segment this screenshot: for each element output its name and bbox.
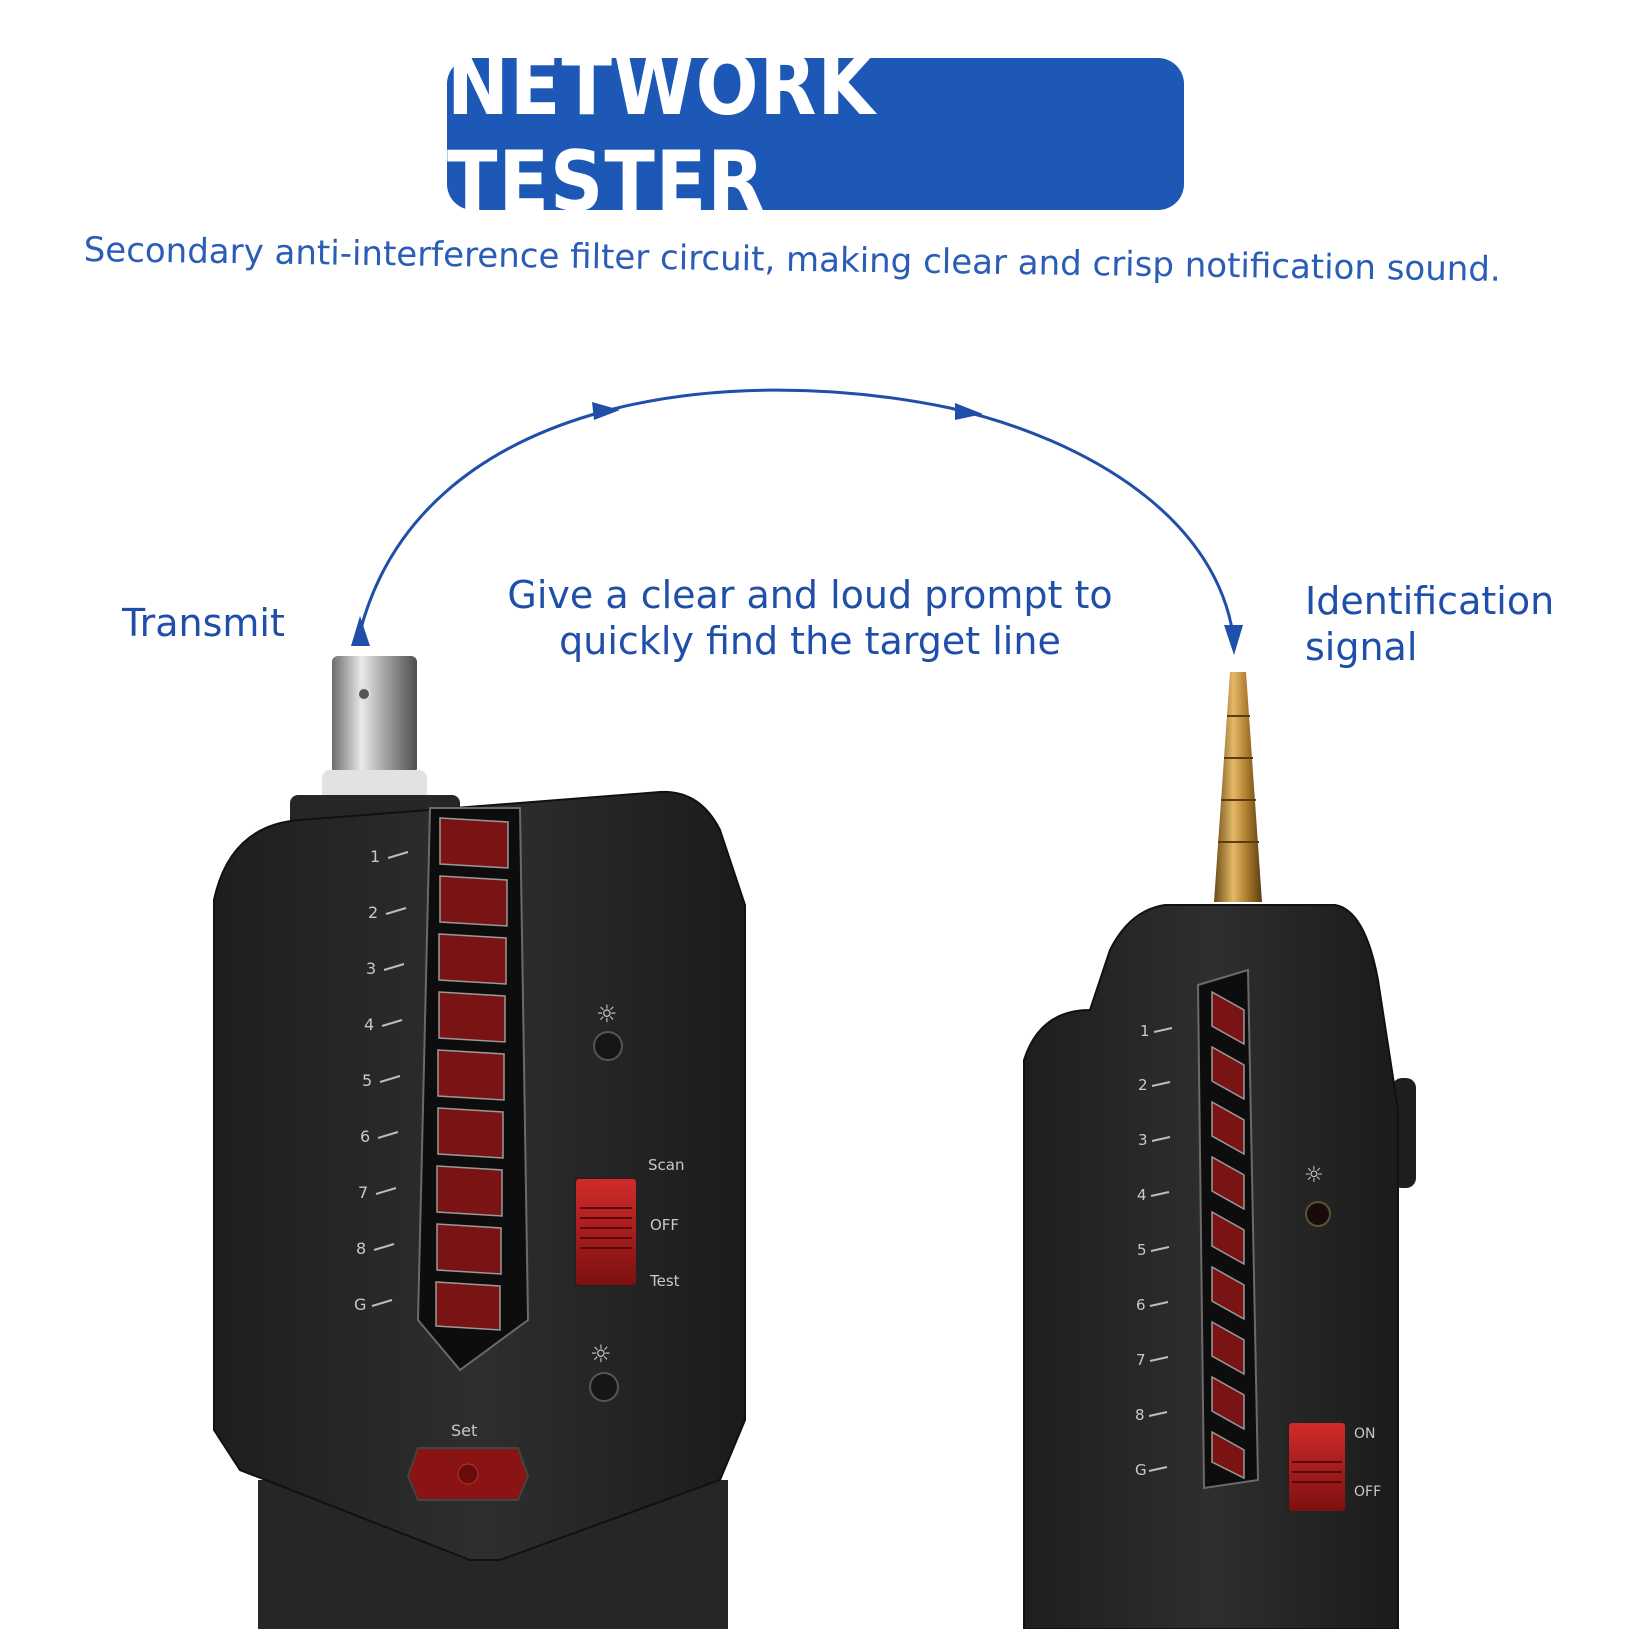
tx-led-8 <box>436 1223 502 1275</box>
arc-arrowhead-right <box>1224 625 1243 655</box>
identification-label: Identification signal <box>1305 578 1554 670</box>
rx-channel-label: 5 <box>1137 1241 1147 1259</box>
rx-led-4 <box>1211 1155 1245 1211</box>
tx-channel-label: G <box>354 1295 366 1314</box>
title-badge: NETWORK TESTER <box>447 38 1184 230</box>
tx-led-g <box>435 1281 501 1331</box>
transmit-label: Transmit <box>122 601 285 645</box>
tx-indicator-bottom <box>589 1372 619 1402</box>
arc-arrowhead-left <box>351 616 370 646</box>
sun-icon: ☼ <box>590 1340 612 1368</box>
tx-switch-label-scan: Scan <box>648 1156 684 1174</box>
receiver-unit: 1 2 3 4 5 6 7 8 G ☼ ON <box>1023 672 1416 1629</box>
arc-arrowhead-mid-right <box>955 403 983 420</box>
bnc-connector <box>332 656 417 774</box>
probe-tip <box>1214 672 1262 902</box>
tx-channel-label: 4 <box>364 1015 374 1034</box>
bnc-pin <box>357 687 371 701</box>
rx-led-7 <box>1211 1320 1245 1376</box>
rx-channel-label: 1 <box>1140 1022 1150 1040</box>
set-button-label: Set <box>451 1421 477 1440</box>
tx-switch-label-test: Test <box>649 1272 680 1290</box>
rx-led-6 <box>1211 1265 1245 1321</box>
receiver-leds <box>1211 990 1245 1480</box>
transmitter-leds <box>435 817 509 1331</box>
rx-channel-label: 8 <box>1135 1406 1145 1424</box>
rx-led-2 <box>1211 1045 1245 1101</box>
tx-led-6 <box>437 1107 504 1159</box>
signal-arc <box>358 388 1236 643</box>
arc-arrowhead-mid-left <box>592 402 620 420</box>
rx-indicator <box>1305 1201 1331 1227</box>
tx-led-2 <box>439 875 508 927</box>
rx-power-switch[interactable] <box>1287 1421 1347 1513</box>
page-title: NETWORK TESTER <box>447 37 876 231</box>
prompt-label: Give a clear and loud prompt to quickly … <box>470 572 1150 664</box>
tx-channel-label: 3 <box>366 959 376 978</box>
tx-indicator-top <box>593 1031 623 1061</box>
receiver-channel-labels: 1 2 3 4 5 6 7 8 G <box>1135 1022 1150 1479</box>
tx-channel-label: 1 <box>370 847 380 866</box>
rx-switch-label-off: OFF <box>1354 1484 1381 1500</box>
rx-channel-label: 7 <box>1136 1351 1146 1369</box>
rx-led-5 <box>1211 1210 1245 1266</box>
rx-channel-label: 3 <box>1138 1131 1148 1149</box>
rx-switch-label-on: ON <box>1354 1426 1376 1442</box>
transmitter-unit: 1 2 3 4 5 6 7 8 G ☼ ☼ <box>213 656 746 1629</box>
rx-led-3 <box>1211 1100 1245 1156</box>
tx-led-1 <box>439 817 509 869</box>
rx-led-8 <box>1211 1375 1245 1431</box>
tx-channel-label: 2 <box>368 903 378 922</box>
rx-led-g <box>1211 1430 1245 1480</box>
tx-led-4 <box>438 991 506 1043</box>
tx-channel-label: 5 <box>362 1071 372 1090</box>
transmitter-channel-labels: 1 2 3 4 5 6 7 8 G <box>354 847 380 1314</box>
rx-channel-label: G <box>1135 1461 1147 1479</box>
tx-channel-label: 6 <box>360 1127 370 1146</box>
rx-channel-label: 2 <box>1138 1076 1148 1094</box>
rx-led-1 <box>1211 990 1245 1046</box>
tx-switch-label-off: OFF <box>650 1216 679 1234</box>
tx-channel-label: 7 <box>358 1183 368 1202</box>
prompt-label-line-1: Give a clear and loud prompt to <box>507 573 1113 617</box>
tx-channel-label: 8 <box>356 1239 366 1258</box>
tx-led-7 <box>436 1165 503 1217</box>
sun-icon: ☼ <box>596 1000 618 1028</box>
rx-channel-label: 6 <box>1136 1296 1146 1314</box>
identification-label-line-2: signal <box>1305 625 1418 669</box>
sun-icon: ☼ <box>1304 1163 1324 1188</box>
tx-mode-switch[interactable] <box>574 1177 638 1287</box>
identification-label-line-1: Identification <box>1305 579 1555 623</box>
tx-led-5 <box>437 1049 505 1101</box>
rx-channel-label: 4 <box>1137 1186 1147 1204</box>
prompt-label-line-2: quickly find the target line <box>559 619 1061 663</box>
tx-led-3 <box>438 933 507 985</box>
